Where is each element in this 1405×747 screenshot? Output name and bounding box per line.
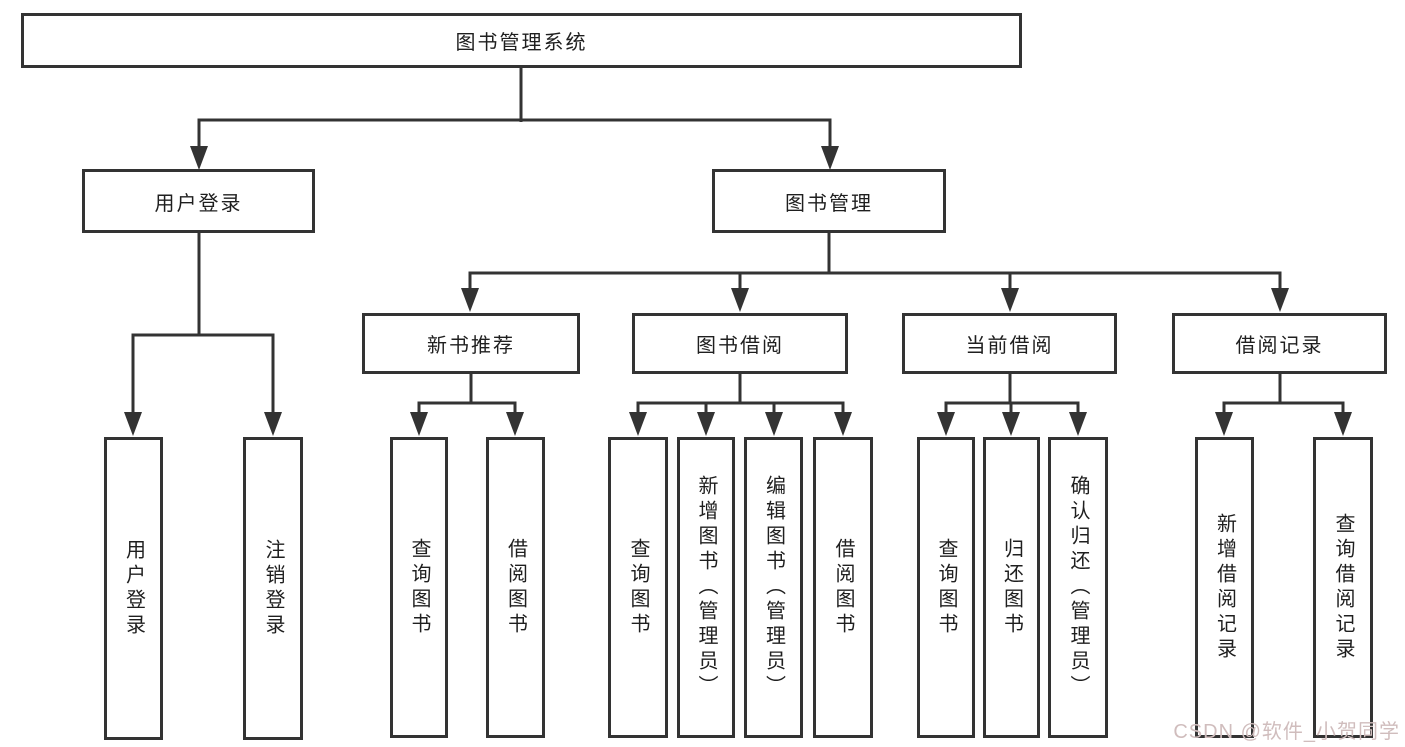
- node-label: 用户登录: [154, 192, 243, 215]
- node-label: 查询图书: [627, 537, 649, 638]
- node-label: 确认归还（管理员）: [1067, 475, 1089, 700]
- node-label: 图书借阅: [696, 335, 784, 357]
- node-current-borrowing: 当前借阅: [902, 313, 1117, 374]
- node-label: 当前借阅: [965, 335, 1054, 357]
- node-add-borrow-record: 新增借阅记录: [1195, 437, 1254, 738]
- node-user-login-leaf: 用户登录: [104, 437, 163, 740]
- node-book-management-module: 图书管理: [712, 169, 946, 233]
- node-return-book: 归还图书: [983, 437, 1040, 738]
- node-label: 借阅图书: [504, 537, 527, 638]
- node-label: 查询图书: [408, 537, 430, 638]
- node-query-borrow-record: 查询借阅记录: [1313, 437, 1373, 738]
- node-borrow-books-borrowing: 借阅图书: [813, 437, 873, 738]
- node-label: 编辑图书（管理员）: [762, 475, 785, 700]
- node-confirm-return-admin: 确认归还（管理员）: [1048, 437, 1108, 738]
- node-label: 借阅图书: [832, 537, 854, 638]
- node-query-books-recommend: 查询图书: [390, 437, 448, 738]
- node-query-books-borrowing: 查询图书: [608, 437, 668, 738]
- node-label: 新增借阅记录: [1213, 512, 1236, 663]
- node-borrowing-records: 借阅记录: [1172, 313, 1387, 374]
- node-borrow-books-recommend: 借阅图书: [486, 437, 545, 738]
- node-add-book-admin: 新增图书（管理员）: [677, 437, 735, 738]
- node-label: 查询借阅记录: [1332, 512, 1354, 663]
- node-label: 借阅记录: [1235, 335, 1324, 357]
- node-logout: 注销登录: [243, 437, 303, 740]
- node-label: 用户登录: [122, 538, 145, 639]
- node-label: 图书管理: [785, 192, 873, 215]
- node-edit-book-admin: 编辑图书（管理员）: [744, 437, 803, 738]
- csdn-watermark: CSDN @软件_小贺同学: [1173, 721, 1400, 743]
- node-label: 查询图书: [935, 537, 957, 638]
- node-user-login-module: 用户登录: [82, 169, 315, 233]
- node-label: 新书推荐: [427, 335, 515, 357]
- node-system-root: 图书管理系统: [21, 13, 1022, 68]
- arrowheads: [124, 146, 1352, 436]
- node-label: 归还图书: [1000, 537, 1023, 638]
- node-label: 注销登录: [262, 538, 284, 639]
- node-query-books-current: 查询图书: [917, 437, 975, 738]
- node-label: 图书管理系统: [455, 32, 588, 54]
- node-new-book-recommendation: 新书推荐: [362, 313, 580, 374]
- node-book-borrowing: 图书借阅: [632, 313, 848, 374]
- node-label: 新增图书（管理员）: [695, 475, 717, 700]
